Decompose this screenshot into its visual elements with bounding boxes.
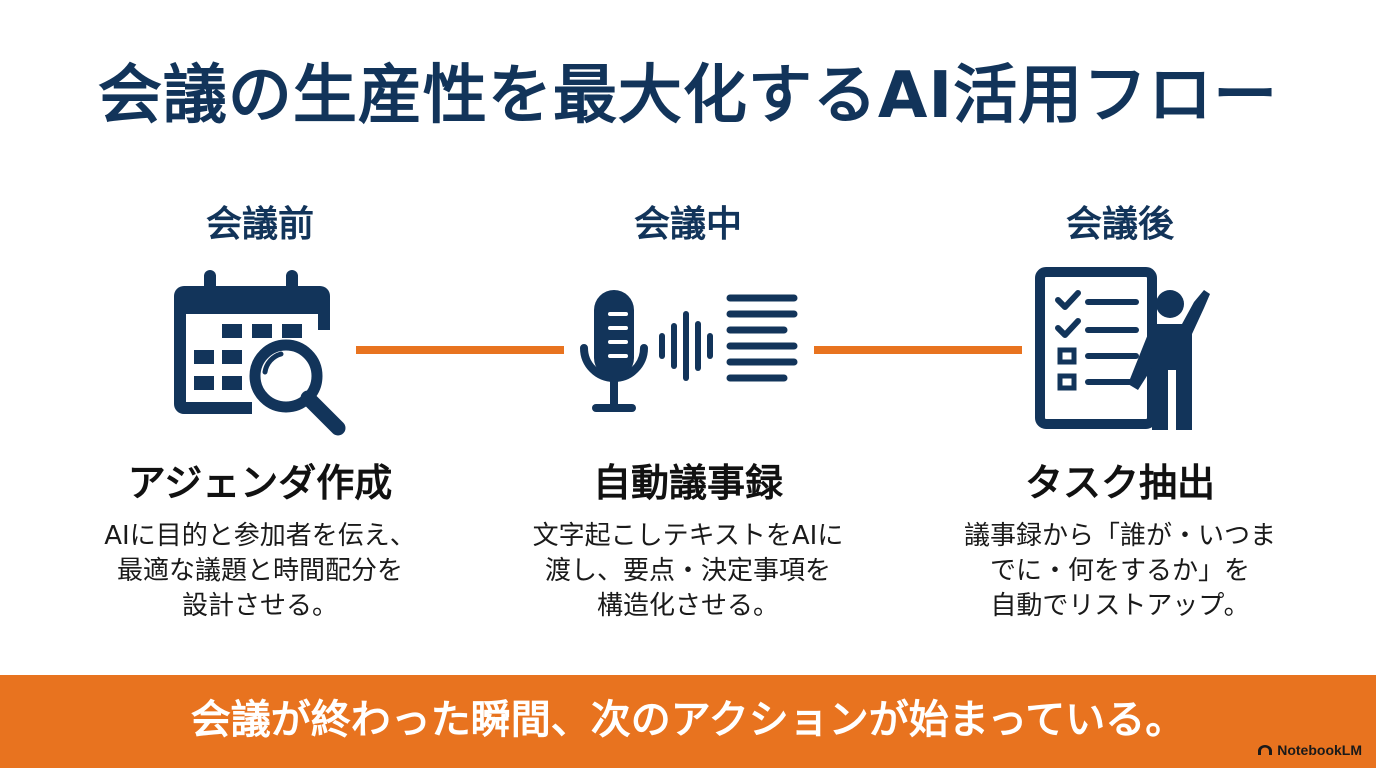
stage-description: AIに目的と参加者を伝え、 最適な議題と時間配分を 設計させる。 xyxy=(60,519,460,624)
stage-heading: 自動議事録 xyxy=(592,461,783,505)
description-line: 渡し、要点・決定事項を xyxy=(544,556,831,586)
stage-label: 会議中 xyxy=(633,204,742,245)
description-line: 設計させる。 xyxy=(181,591,338,621)
notebooklm-watermark: NotebookLM xyxy=(1257,742,1362,758)
banner-text: 会議が終わった瞬間、次のアクションが始まっている。 xyxy=(190,697,1186,743)
stage-during-meeting: 会議中 自動議事録 文字起こしテキストをAIに 渡し、要点・決定事項を 構造化さ… xyxy=(488,0,888,675)
stage-description: 文字起こしテキストをAIに 渡し、要点・決定事項を 構造化させる。 xyxy=(488,519,888,624)
stage-label: 会議前 xyxy=(205,204,314,245)
stage-after-meeting: 会議後 タスク抽出 議事録から「誰が・いつま でに・何をするか」を 自動でリスト… xyxy=(920,0,1320,675)
description-line: でに・何をするか」を xyxy=(989,556,1250,586)
page-title: 会議の生産性を最大化するAI活用フロー xyxy=(97,59,1279,133)
notebooklm-logo-icon xyxy=(1258,745,1273,755)
stage-before-meeting: 会議前 アジェンダ作成 AIに目的と参加者を伝え、 最適な議題と時間配分を 設計… xyxy=(60,0,460,675)
description-line: 議事録から「誰が・いつま xyxy=(963,521,1276,551)
description-line: 自動でリストアップ。 xyxy=(990,591,1250,621)
watermark-text: NotebookLM xyxy=(1277,742,1362,758)
calendar-search-icon xyxy=(174,270,346,436)
stage-description: 議事録から「誰が・いつま でに・何をするか」を 自動でリストアップ。 xyxy=(920,519,1320,624)
description-line: 構造化させる。 xyxy=(596,591,779,621)
checklist-person-icon xyxy=(1035,267,1210,430)
stage-label: 会議後 xyxy=(1065,204,1174,245)
bottom-banner: 会議が終わった瞬間、次のアクションが始まっている。 xyxy=(0,675,1376,768)
microphone-transcript-icon xyxy=(580,290,798,412)
stage-heading: タスク抽出 xyxy=(1024,461,1215,505)
flow-connector xyxy=(814,346,1022,354)
description-line: 文字起こしテキストをAIに xyxy=(532,521,844,551)
stage-heading: アジェンダ作成 xyxy=(127,461,393,505)
flow-connector xyxy=(356,346,564,354)
description-line: AIに目的と参加者を伝え、 xyxy=(104,521,416,551)
description-line: 最適な議題と時間配分を xyxy=(116,556,403,586)
